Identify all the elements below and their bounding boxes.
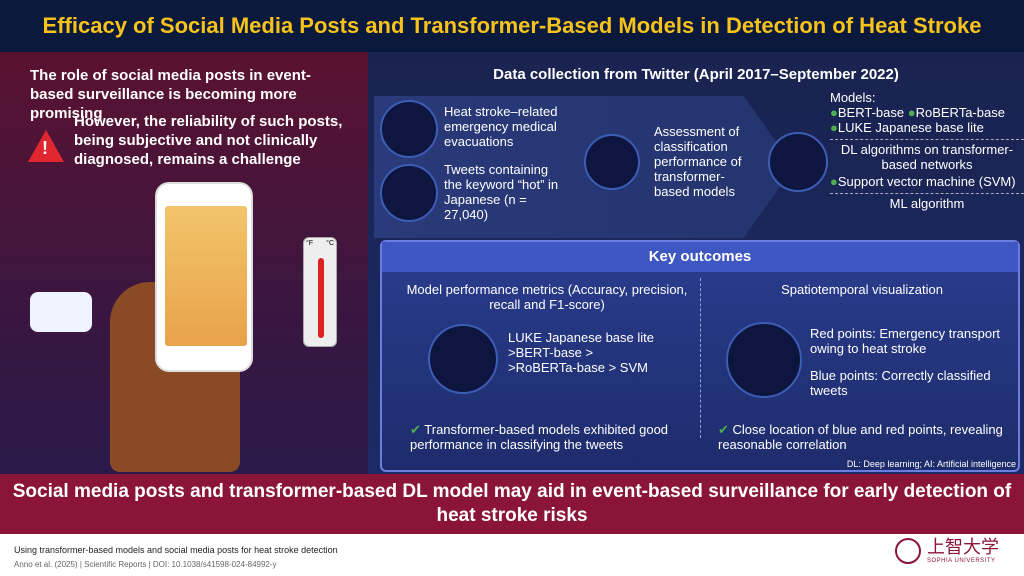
evacuations-text: Heat stroke–related emergency medical ev… (444, 104, 558, 149)
key-outcomes-title: Key outcomes (382, 242, 1018, 272)
thermometer-icon: °F °C (303, 237, 337, 347)
key-outcomes-panel: Key outcomes Model performance metrics (… (380, 240, 1020, 472)
footer-title: Using transformer-based models and socia… (14, 545, 338, 555)
title-banner: Efficacy of Social Media Posts and Trans… (0, 0, 1024, 52)
neural-network-icon (768, 132, 828, 192)
bar-chart-gear-icon (428, 324, 498, 394)
person-thermometer-icon (380, 100, 438, 158)
left-panel: The role of social media posts in event-… (0, 52, 368, 474)
tweet-icon (380, 164, 438, 222)
visualization-result: ✔ Close location of blue and red points,… (718, 422, 1003, 452)
main-title: Efficacy of Social Media Posts and Trans… (42, 13, 982, 38)
metrics-result: ✔ Transformer-based models exhibited goo… (410, 422, 669, 452)
warning-icon: ! (28, 130, 64, 162)
smartphone-illustration (155, 182, 253, 372)
phone-screen-image (165, 206, 247, 346)
blue-points-text: Blue points: Correctly classified tweets (810, 368, 991, 398)
ranking-text: LUKE Japanese base lite >BERT-base > >Ro… (508, 330, 654, 375)
database-icon (584, 134, 640, 190)
models-block: Models: ●BERT-base ●RoBERTa-base ●LUKE J… (830, 90, 1024, 211)
intro-text: The role of social media posts in event-… (30, 67, 311, 122)
university-seal-icon (895, 538, 921, 564)
right-panel: Data collection from Twitter (April 2017… (368, 52, 1024, 474)
assessment-text: Assessment of classification performance… (654, 124, 742, 199)
challenge-text: However, the reliability of such posts, … (74, 113, 343, 168)
3d-scatter-plot-icon (726, 322, 802, 398)
chat-bubble-icon (30, 292, 92, 332)
divider (700, 278, 701, 438)
red-points-text: Red points: Emergency transport owing to… (810, 326, 1001, 356)
abbreviations: DL: Deep learning; AI: Artificial intell… (846, 459, 1016, 469)
tweets-text: Tweets containing the keyword “hot” in J… (444, 162, 559, 222)
footer-citation: Anno et al. (2025) | Scientific Reports … (14, 560, 277, 569)
conclusion-banner: Social media posts and transformer-based… (0, 474, 1024, 534)
spatiotemporal-title: Spatiotemporal visualization (781, 282, 943, 297)
data-collection-title: Data collection from Twitter (April 2017… (493, 66, 899, 83)
metrics-title: Model performance metrics (Accuracy, pre… (406, 282, 688, 312)
